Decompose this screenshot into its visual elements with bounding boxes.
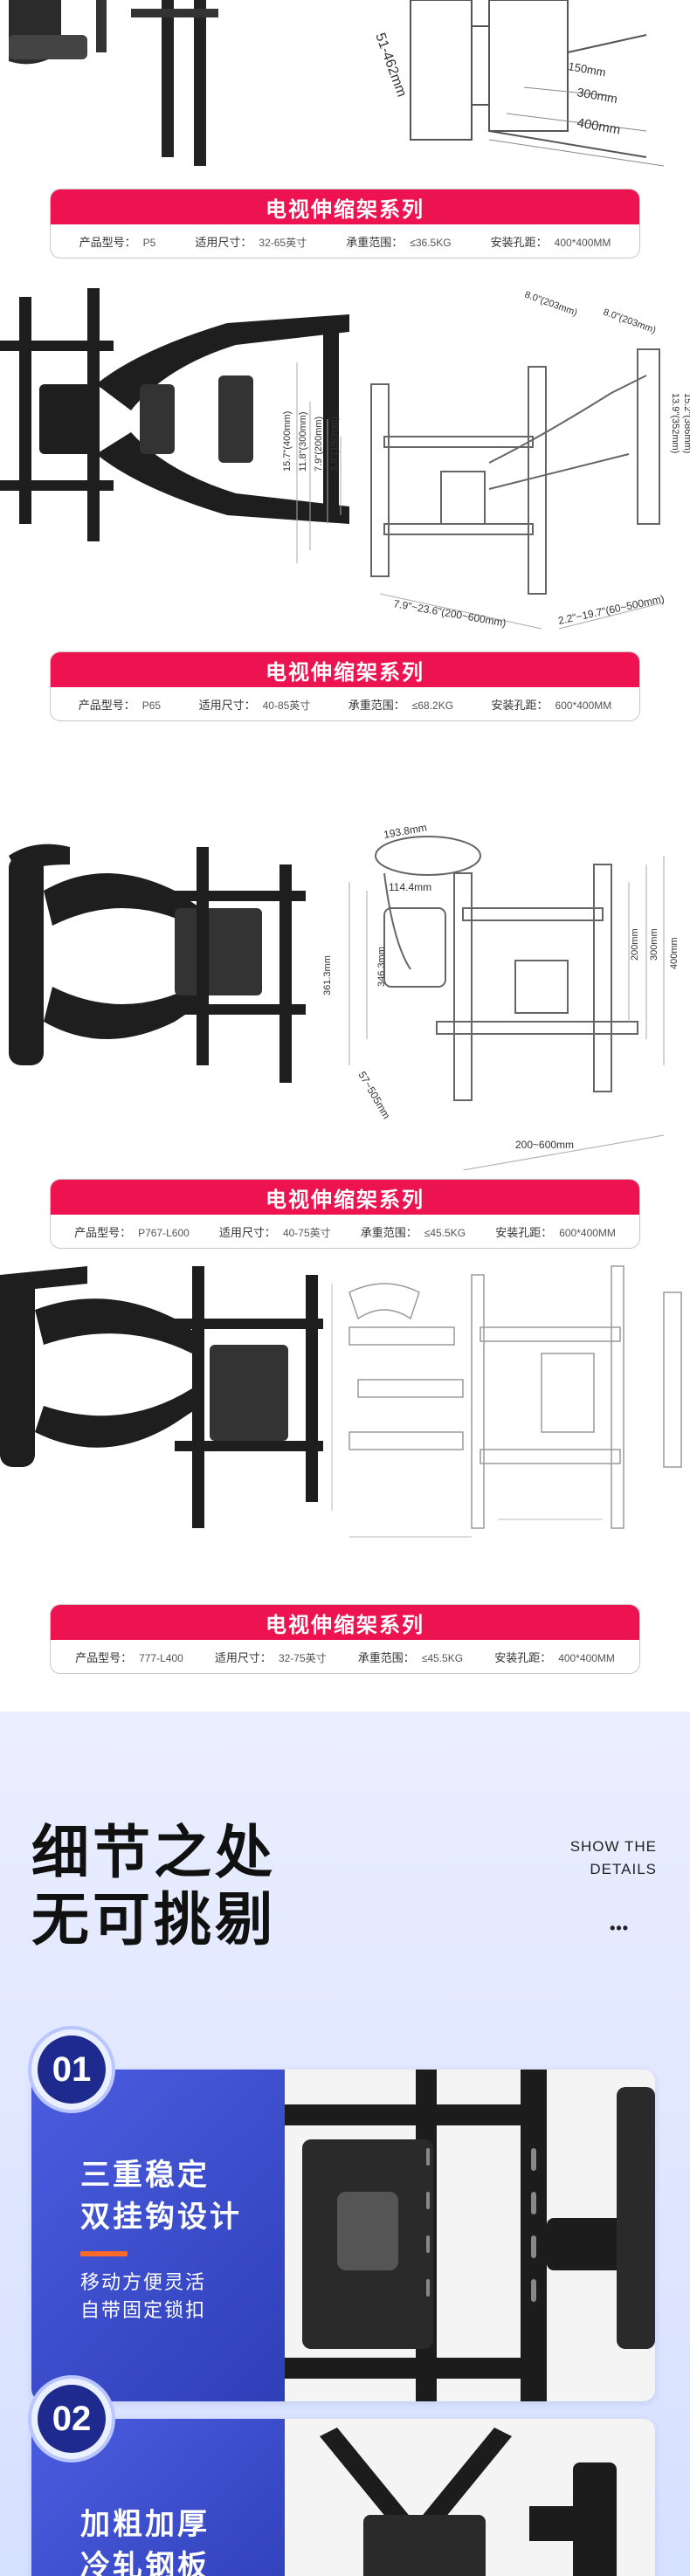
series-title: 电视伸缩架系列 (51, 1605, 639, 1640)
load-label: 承重范围： (357, 1650, 415, 1664)
load-value: ≤68.2KG (411, 699, 454, 712)
wall-plate-closeup-image (285, 2070, 655, 2401)
feature-photo (285, 2419, 655, 2576)
feature-title-line2: 双挂钩设计 (80, 2201, 242, 2234)
spec-card-p767: 电视伸缩架系列 产品型号： P767-L600 适用尺寸： 40-75英寸 承重范围… (50, 1179, 640, 1249)
spec-card-777: 电视伸缩架系列 产品型号： 777-L400 适用尺寸： 32-75英寸 承重范围：… (50, 1604, 640, 1674)
eng-line2: DETAILS (590, 1861, 657, 1877)
size-value: 32-75英寸 (278, 1651, 327, 1664)
model-value: 777-L400 (139, 1651, 183, 1664)
feature-card-02: 加粗加厚 冷轧钢板 (31, 2419, 655, 2576)
feature-sub-line1: 移动方便灵活 (80, 2271, 207, 2293)
feature-title-line2: 冷轧钢板 (80, 2550, 210, 2576)
p65-dim-4: 11.8"(300mm) (298, 411, 308, 472)
feature-panel: 加粗加厚 冷轧钢板 (31, 2419, 285, 2576)
product-section-777: 电视伸缩架系列 产品型号： 777-L400 适用尺寸： 32-75英寸 承重范围：… (0, 1257, 690, 1712)
feature-panel: 三重稳定 双挂钩设计 移动方便灵活 自带固定锁扣 (31, 2070, 285, 2401)
spec-card-p65: 电视伸缩架系列 产品型号： P65 适用尺寸： 40-85英寸 承重范围： ≤68.2… (50, 651, 640, 721)
p65-dim-8: 15.2"(386mm) (682, 393, 690, 453)
details-section: 细节之处 无可挑剔 SHOW THE DETAILS ••• 三重稳定 双挂钩设… (0, 1712, 690, 2576)
p767-dim-2: 114.4mm (389, 881, 431, 893)
feature-title-line1: 三重稳定 (80, 2159, 210, 2192)
series-title: 电视伸缩架系列 (51, 1180, 639, 1215)
p767-dim-8: 57~505mm (355, 1070, 392, 1121)
hole-label: 安装孔距： (494, 1650, 552, 1664)
hole-value: 600*400MM (555, 699, 612, 712)
load-label: 承重范围： (360, 1225, 417, 1239)
size-label: 适用尺寸： (214, 1650, 272, 1664)
model-value: P65 (141, 699, 162, 712)
badge-number: 01 (38, 2035, 106, 2104)
p65-mount-illustration: 8.0"(203mm) 8.0"(203mm) 15.7"(400mm) 11.… (0, 288, 690, 630)
show-details-caption: SHOW THE DETAILS (570, 1836, 657, 1881)
product-section-p65: 8.0"(203mm) 8.0"(203mm) 15.7"(400mm) 11.… (0, 262, 690, 734)
hole-value: 400*400MM (558, 1651, 615, 1664)
p5-mount-illustration: 51-462mm 150mm 300mm 400mm (0, 0, 665, 167)
load-value: ≤36.5KG (410, 236, 452, 249)
p5-dim-4: 400mm (576, 115, 621, 137)
p767-dim-7: 400mm (669, 937, 680, 969)
series-title: 电视伸缩架系列 (51, 652, 639, 687)
p767-mount-illustration: 193.8mm 114.4mm 361.3mm 346.3mm 200mm 30… (9, 821, 680, 1170)
p767-dim-3: 361.3mm (322, 955, 333, 995)
hole-value: 600*400MM (559, 1226, 616, 1239)
p767-dim-9: 200~600mm (515, 1139, 574, 1151)
p65-dim-5: 7.9"(200mm) (314, 417, 324, 472)
size-label: 适用尺寸： (198, 698, 256, 712)
accent-bar (80, 2251, 128, 2256)
model-value: P5 (142, 236, 156, 249)
p65-dim-3: 15.7"(400mm) (282, 411, 293, 472)
model-value: P767-L600 (138, 1226, 190, 1239)
size-value: 32-65英寸 (259, 236, 307, 249)
feature-title-line1: 加粗加厚 (80, 2508, 210, 2541)
product-section-p5: 51-462mm 150mm 300mm 400mm 电视伸缩架系列 产品型号：… (0, 0, 690, 262)
p5-dim-3: 300mm (576, 85, 618, 106)
feature-number-badge-01: 01 (28, 2026, 115, 2113)
feature-number-badge-02: 02 (28, 2375, 115, 2462)
p767-dim-6: 300mm (649, 928, 659, 961)
load-label: 承重范围： (348, 698, 405, 712)
load-value: ≤45.5KG (421, 1651, 464, 1664)
p65-dim-7: 13.9"(352mm) (670, 393, 680, 453)
777-mount-illustration (0, 1265, 682, 1538)
p65-dim-2: 8.0"(203mm) (602, 307, 657, 336)
hole-label: 安装孔距： (495, 1225, 553, 1239)
model-label: 产品型号： (75, 1650, 133, 1664)
series-title: 电视伸缩架系列 (51, 189, 639, 224)
details-title-line2: 无可挑剔 (31, 1887, 276, 1952)
feature-sub-line2: 自带固定锁扣 (80, 2299, 207, 2321)
steel-plate-arm-image (285, 2419, 655, 2576)
feature-card-01: 三重稳定 双挂钩设计 移动方便灵活 自带固定锁扣 (31, 2070, 655, 2401)
load-value: ≤45.5KG (424, 1226, 466, 1239)
model-label: 产品型号： (74, 1225, 132, 1239)
spec-card-p5: 电视伸缩架系列 产品型号： P5 适用尺寸： 32-65英寸 承重范围： ≤36.5K… (50, 189, 640, 258)
feature-photo (285, 2070, 655, 2401)
product-section-p767: 193.8mm 114.4mm 361.3mm 346.3mm 200mm 30… (0, 734, 690, 1257)
p5-dim-2: 150mm (567, 59, 606, 79)
p767-dim-4: 346.3mm (376, 947, 387, 987)
model-label: 产品型号： (79, 235, 136, 249)
details-title-line1: 细节之处 (31, 1820, 276, 1884)
size-label: 适用尺寸： (218, 1225, 276, 1239)
size-label: 适用尺寸： (195, 235, 252, 249)
eng-line1: SHOW THE (569, 1838, 657, 1855)
p65-dim-10: 2.2"~19.7"(60~500mm) (557, 592, 666, 626)
size-value: 40-85英寸 (262, 699, 311, 712)
p65-dim-9: 7.9"~23.6"(200~600mm) (392, 597, 507, 629)
size-value: 40-75英寸 (282, 1226, 331, 1239)
model-label: 产品型号： (78, 698, 135, 712)
p5-dim-1: 51-462mm (372, 31, 409, 100)
hole-label: 安装孔距： (490, 235, 548, 249)
load-label: 承重范围： (346, 235, 404, 249)
hole-label: 安装孔距： (491, 698, 549, 712)
p65-dim-6: 3.9"(100mm) (329, 417, 340, 472)
hole-value: 400*400MM (554, 236, 611, 249)
more-dots-icon: ••• (610, 1919, 629, 1937)
badge-number: 02 (38, 2385, 106, 2453)
p65-dim-1: 8.0"(203mm) (523, 290, 578, 319)
p767-dim-5: 200mm (630, 928, 640, 961)
